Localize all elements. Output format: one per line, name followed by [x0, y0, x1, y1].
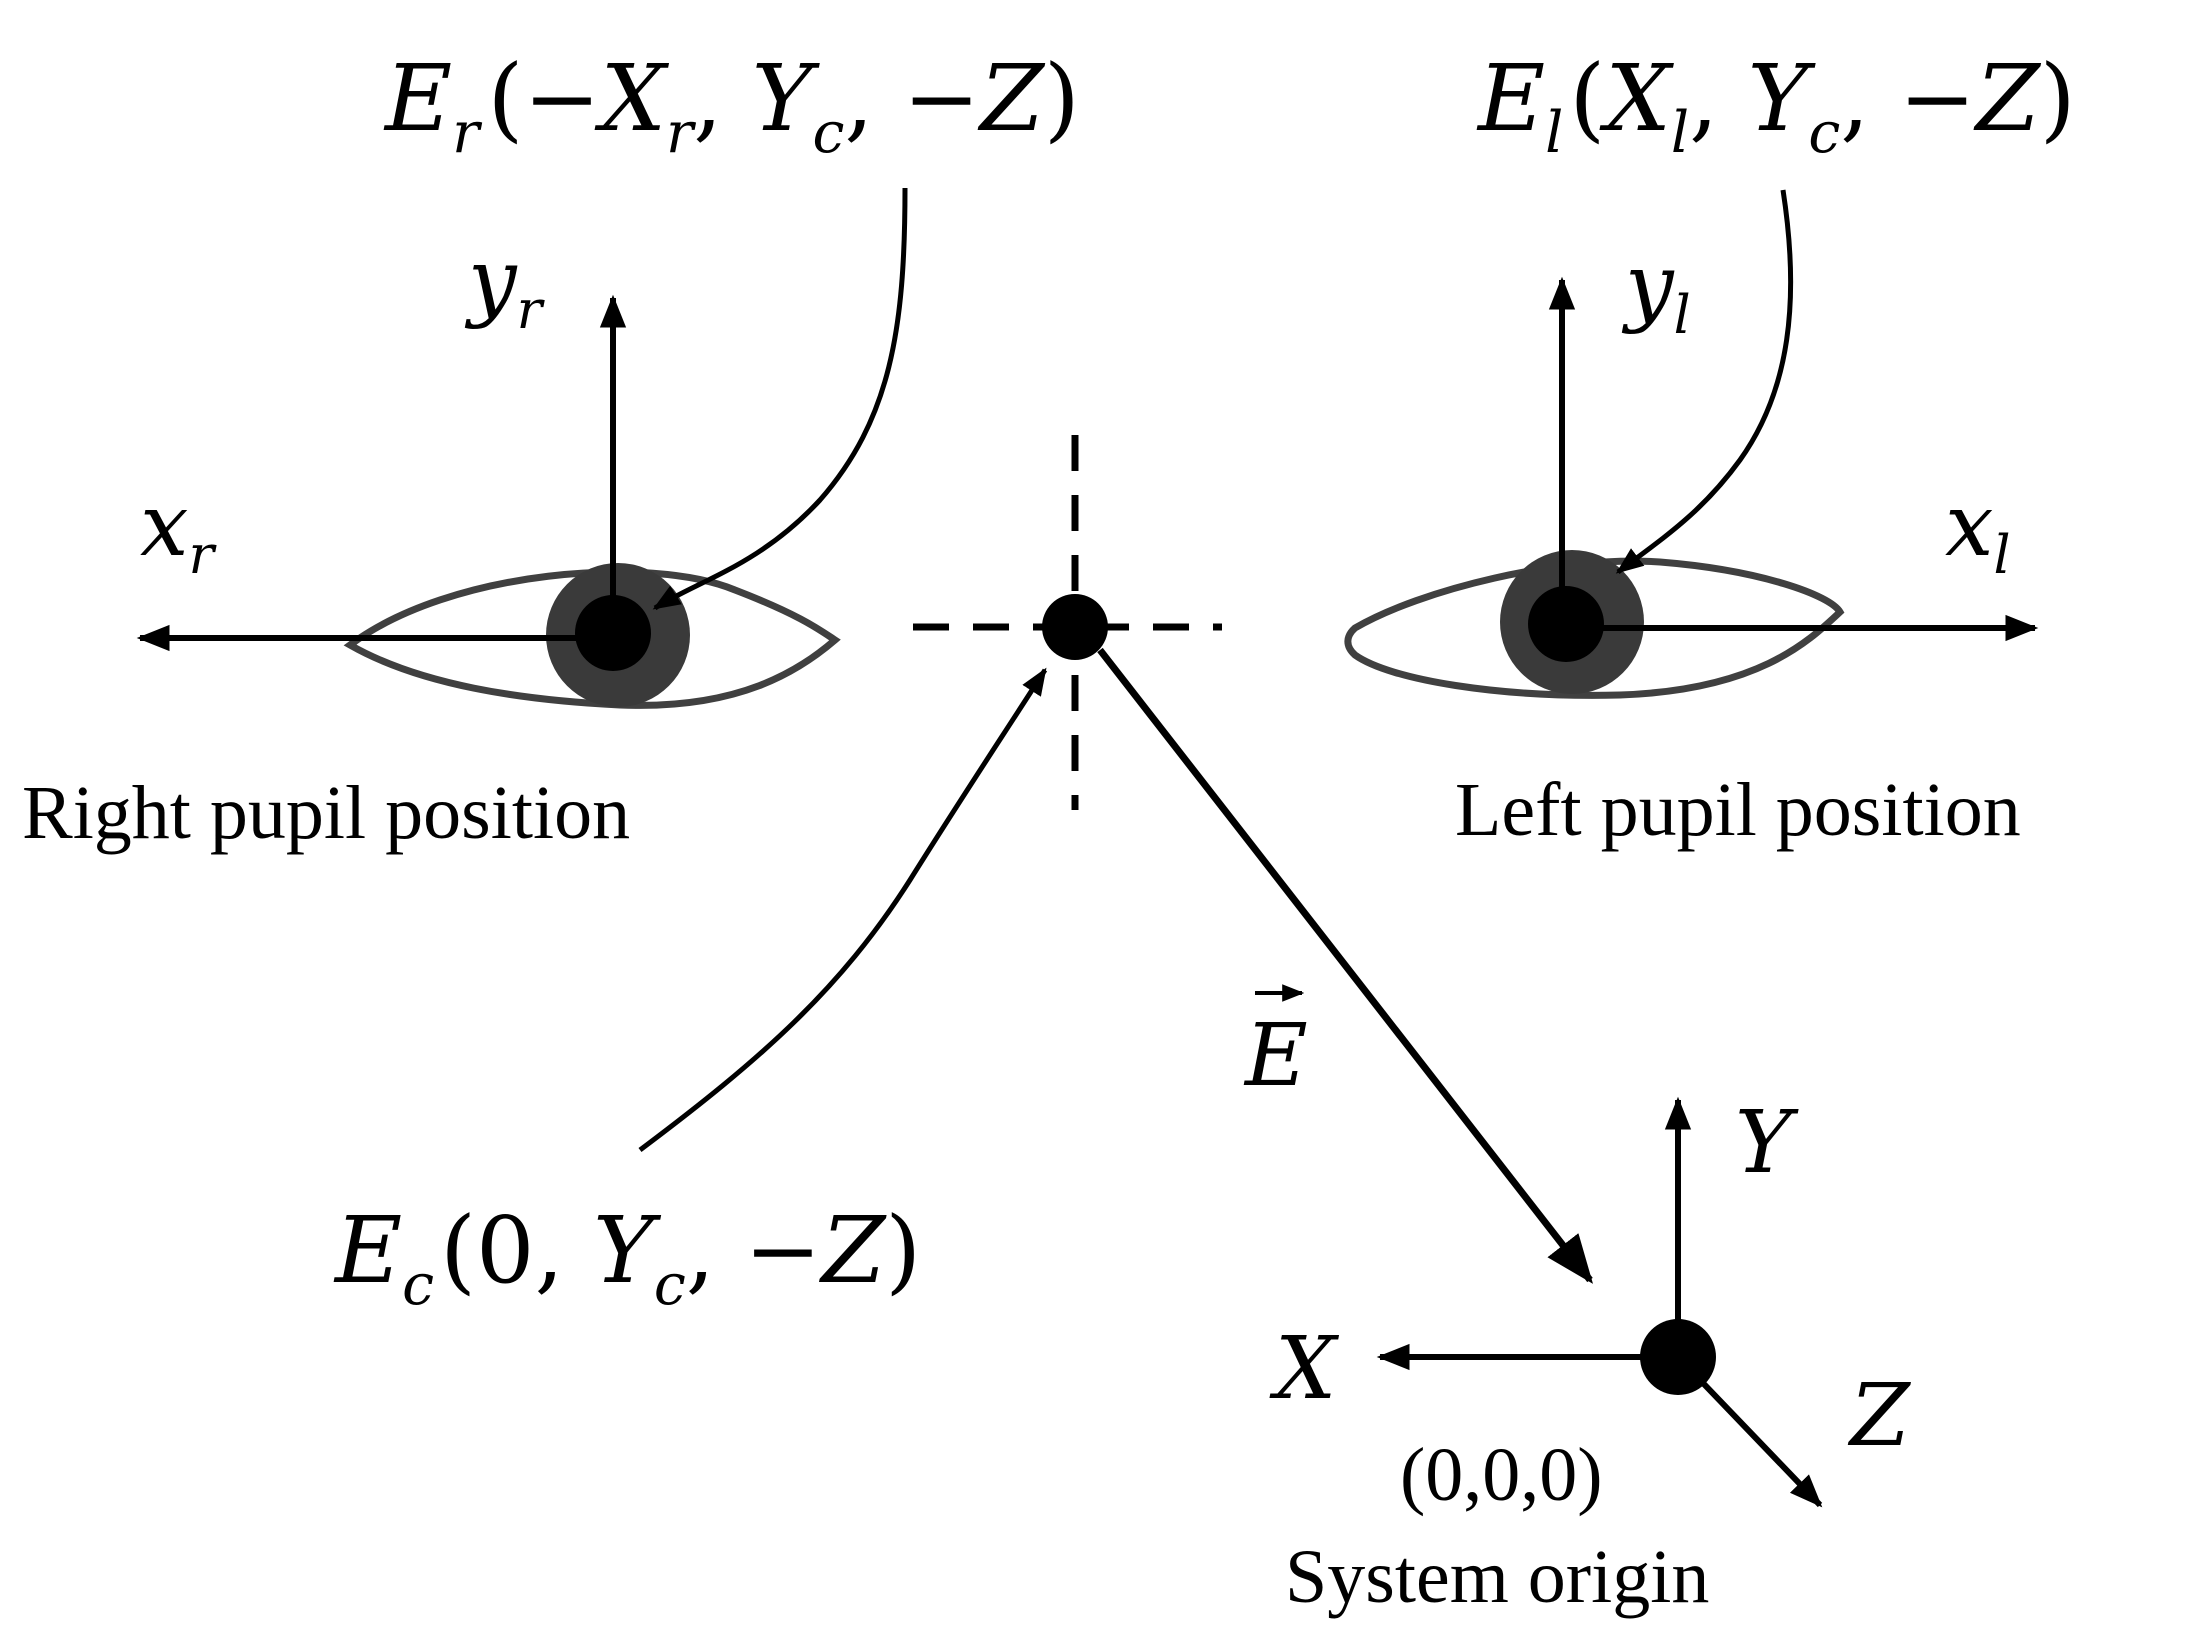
right-x-axis-label: xr: [140, 476, 218, 586]
system-origin-point: [1640, 1319, 1716, 1395]
system-origin-caption: System origin: [1285, 1535, 1709, 1619]
left-x-axis-label: xl: [1945, 476, 2011, 586]
center-point: [1042, 594, 1108, 660]
vector-e-label: E: [1243, 1006, 1308, 1106]
right-eye-point-label: Er(−Xr, Yc, −Z): [383, 45, 1080, 166]
system-y-axis-label: Y: [1735, 1093, 1799, 1193]
vector-e-arrow: [1097, 647, 1594, 1284]
left-pupil: [1528, 586, 1604, 662]
center-point-label: Ec(0, Yc, −Z): [333, 1197, 921, 1318]
center-point-group: [913, 435, 1222, 810]
right-y-axis-label: yr: [464, 231, 546, 341]
system-x-axis-label: X: [1269, 1319, 1340, 1419]
right-pupil-caption: Right pupil position: [22, 771, 630, 855]
origin-coordinates: (0,0,0): [1400, 1433, 1603, 1517]
left-eye-callout-curve: [1615, 189, 1794, 574]
system-origin-group: [1376, 1096, 1823, 1508]
left-eye-group: [1344, 276, 2039, 699]
center-callout-curve: [638, 667, 1048, 1152]
system-z-axis-label: Z: [1847, 1366, 1911, 1466]
left-eye-point-label: El(Xl, Yc, −Z): [1476, 45, 2076, 166]
left-y-axis-label: yl: [1621, 236, 1691, 346]
left-pupil-caption: Left pupil position: [1455, 768, 2021, 852]
right-eye-group: [136, 294, 841, 709]
right-eye-callout-curve: [652, 187, 908, 611]
